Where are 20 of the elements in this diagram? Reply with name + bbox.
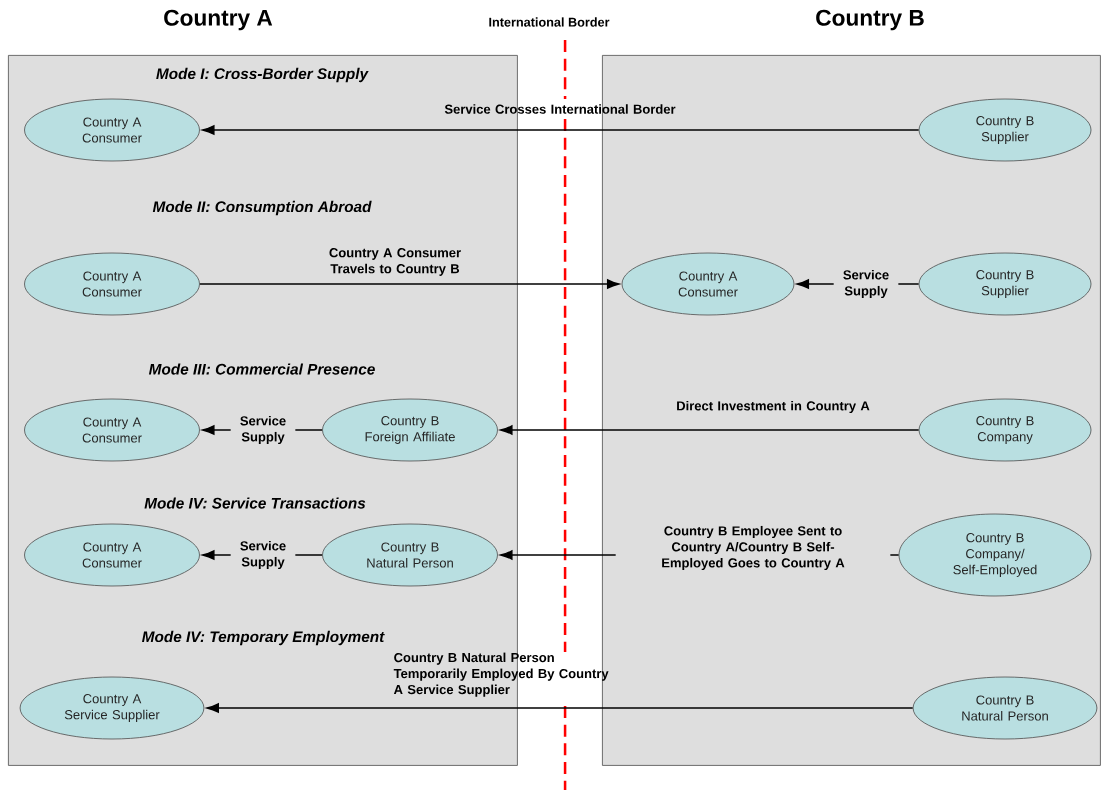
edge-label: Service Crosses International Border — [444, 104, 676, 114]
edge-label: Direct Investment in Country A — [677, 400, 870, 414]
edge-label: Service Supply — [230, 539, 296, 571]
mode-heading: Mode II: Consumption Abroad — [152, 200, 372, 216]
mode-heading: Mode III: Commercial Presence — [148, 363, 375, 375]
edge-label: Service Supply — [230, 414, 296, 446]
edge-label: Country A Consumer Travels to Country B — [329, 248, 461, 276]
arrow — [500, 425, 920, 435]
edge-label: Service Supply — [833, 268, 899, 300]
edge-label: Country B Employee Sent to Country A/Country B Self-Employed Goes to Country A — [615, 524, 891, 572]
node-label: Country B — [816, 9, 924, 31]
mode-heading: Mode I: Cross-Border Supply — [156, 67, 369, 83]
node-label: Country A — [164, 9, 273, 31]
arrow — [202, 125, 920, 135]
arrow — [206, 703, 914, 713]
border-label: International Border — [489, 17, 610, 27]
mode-heading: Mode IV: Service Transactions — [144, 497, 366, 509]
arrow — [199, 279, 620, 289]
mode-heading: Mode IV: Temporary Employment — [142, 630, 385, 646]
edge-label: Country B Natural Person Temporarily Employed By Country A Service Supplier — [393, 652, 609, 697]
